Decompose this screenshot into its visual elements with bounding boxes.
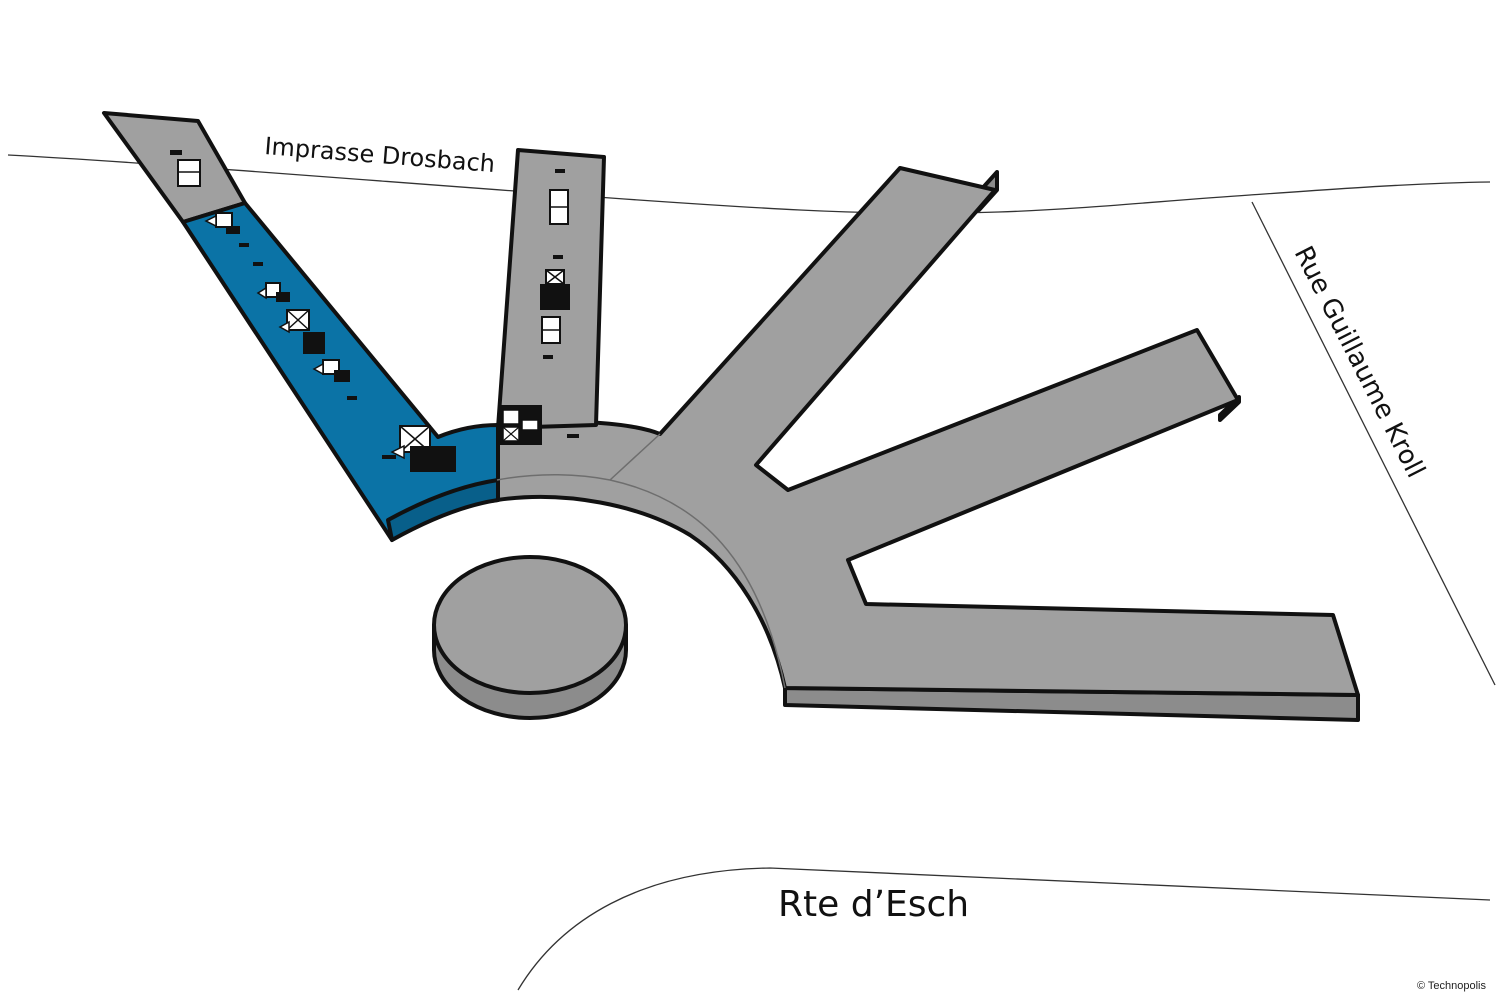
street-label-rue-guillaume-kroll: Rue Guillaume Kroll	[1288, 242, 1431, 483]
room-icon	[549, 189, 569, 225]
room-icon	[500, 405, 542, 445]
room-markers-northwest	[170, 150, 456, 472]
road-rte-desch	[517, 867, 1491, 991]
room-icon	[541, 316, 561, 344]
street-label-rte-desch: Rte d’Esch	[778, 884, 969, 925]
copyright-notice: © Technopolis	[1416, 980, 1486, 992]
main-building	[102, 111, 1360, 722]
room-icon	[540, 269, 570, 310]
room-icon	[278, 309, 325, 354]
room-icon	[170, 150, 201, 187]
room-markers-north	[500, 169, 579, 445]
road-rue-guillaume-kroll	[1251, 201, 1496, 686]
round-building	[432, 555, 628, 720]
street-label-imprasse-drosbach: Imprasse Drosbach	[264, 132, 497, 178]
northwest-wing-grey-top	[102, 111, 247, 224]
room-icon	[256, 282, 290, 302]
room-icon	[204, 212, 240, 234]
room-icon	[312, 359, 350, 382]
east-wings-top	[495, 166, 1360, 697]
room-icon	[382, 425, 456, 472]
